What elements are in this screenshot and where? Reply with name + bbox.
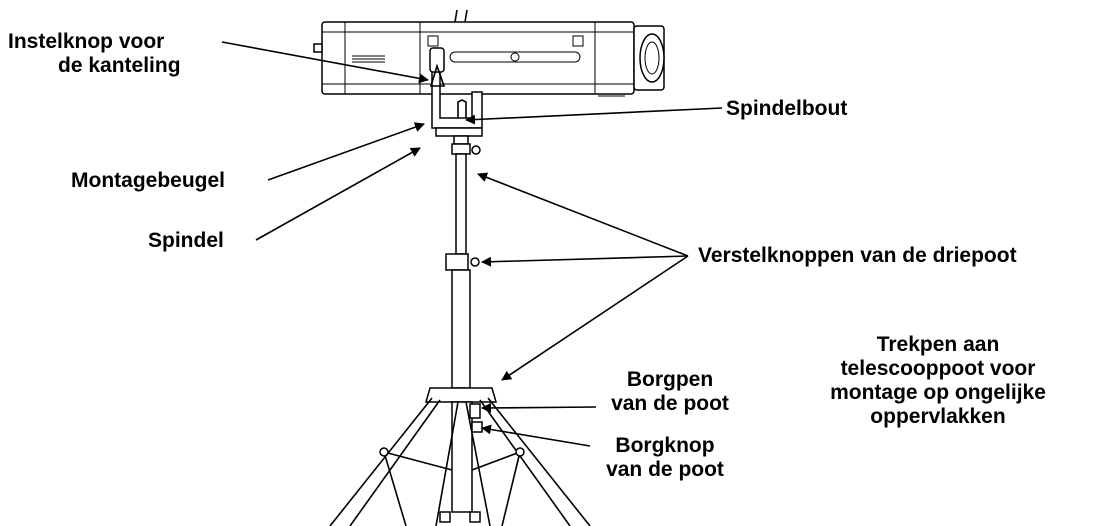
tripod-column-illustration (329, 135, 591, 526)
label-mounting-bracket: Montagebeugel (71, 169, 226, 192)
leader-spindle (255, 147, 421, 241)
leader-leg-lock-pin (481, 402, 597, 413)
label-tilt-knob-line2: de kanteling (58, 54, 181, 77)
label-tripod-adjustment-knobs: Verstelknoppen van de driepoot (698, 244, 1017, 267)
label-leg-lock-pin-line2: van de poot (611, 392, 729, 415)
label-telescoping-leg-pull-pin: Trekpen aan telescooppoot voor montage o… (790, 333, 1086, 429)
label-leg-lock-pin: Borgpen van de poot (590, 368, 750, 416)
label-leg-lock-knob-line2: van de poot (606, 458, 724, 481)
leader-tripod-knob-3 (501, 255, 689, 381)
label-spindle: Spindel (148, 229, 224, 252)
label-tilt-knob-line1: Instelknop voor (8, 30, 165, 53)
leader-tripod-knob-1 (477, 172, 689, 257)
label-leg-lock-pin-line1: Borgpen (626, 368, 714, 391)
label-spindle-bolt: Spindelbout (726, 97, 848, 120)
leader-spindle-bolt (465, 107, 723, 125)
label-pull-pin-line4: oppervlakken (870, 405, 1006, 428)
label-leg-lock-knob: Borgknop van de poot (585, 434, 745, 482)
mounting-bracket-illustration (429, 47, 483, 137)
leader-leg-lock-knob (481, 424, 591, 447)
leader-lines (221, 41, 723, 447)
label-pull-pin-line3: montage op ongelijke (830, 381, 1046, 404)
leader-mounting-bracket (267, 122, 425, 181)
followspot-illustration (313, 9, 665, 97)
label-pull-pin-line2: telescooppoot voor (840, 357, 1036, 380)
label-leg-lock-knob-line1: Borgknop (615, 434, 715, 457)
leader-tilt-knob (221, 41, 429, 84)
label-pull-pin-line1: Trekpen aan (876, 333, 1000, 356)
leader-tripod-knob-2 (481, 255, 689, 267)
label-tilt-knob: Instelknop voor de kanteling (8, 30, 181, 78)
